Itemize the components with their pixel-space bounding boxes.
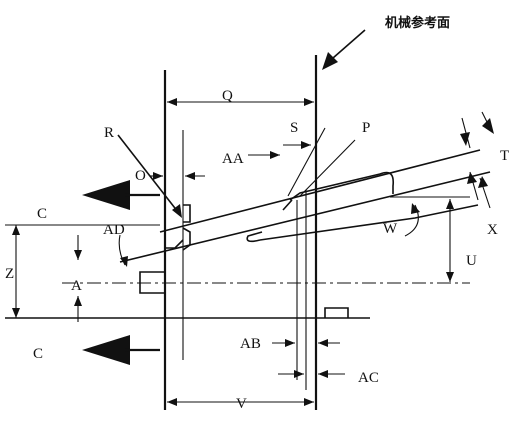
label-ac: AC [358, 370, 379, 386]
v-arrow-left [167, 398, 177, 406]
p-leader-1 [287, 127, 326, 197]
slant-line-lower [119, 171, 491, 263]
u-arrow-top [446, 199, 454, 209]
ab-arrow-right [318, 339, 328, 347]
label-c-bottom: C [33, 346, 43, 362]
a-arrow-top [74, 250, 82, 260]
q-arrow-right [304, 98, 314, 106]
label-a: A [71, 278, 82, 294]
r-leader [117, 134, 179, 213]
label-c-top: C [37, 206, 47, 222]
reference-leader [332, 29, 366, 59]
q-arrow-left [167, 98, 177, 106]
mount-tab [324, 307, 349, 318]
c-top-arrowhead [82, 180, 130, 210]
ac-arrow-right [318, 370, 328, 378]
ab-arrow [285, 339, 295, 347]
label-p: P [362, 120, 370, 136]
o-arrow-left [153, 172, 163, 180]
aa-arrow [270, 151, 280, 159]
label-u: U [466, 253, 477, 269]
label-aa: AA [222, 151, 244, 167]
reference-label: 机械参考面 [385, 15, 450, 31]
label-o: O [135, 168, 146, 184]
label-s: S [290, 120, 298, 136]
z-arrow-bottom [12, 308, 20, 318]
label-ad: AD [103, 222, 125, 238]
t-arrow-bottom [478, 176, 488, 188]
v-arrow-right [304, 398, 314, 406]
flange-step-mid [182, 227, 191, 251]
w-arc-arrow [411, 203, 420, 214]
p-leader-2 [299, 139, 356, 197]
lower-plate-end [246, 231, 263, 243]
slant-line-upper [159, 149, 481, 233]
s-arrow [301, 141, 311, 149]
ac-arrow-left [294, 370, 304, 378]
flange-step-top [183, 204, 191, 223]
label-t: T [500, 148, 509, 164]
flange-step-low [165, 239, 184, 249]
x-arrow [467, 172, 477, 184]
reference-arrowhead [322, 52, 338, 70]
upper-hook-shape [289, 171, 395, 201]
r-arrowhead [172, 204, 182, 218]
label-r: R [104, 125, 114, 141]
t-leader-arrow [482, 118, 494, 134]
lower-sliding-plate [259, 204, 479, 241]
u-arrow-bottom [446, 272, 454, 282]
label-q: Q [222, 88, 233, 104]
label-ab: AB [240, 336, 261, 352]
pin-shape [139, 271, 165, 294]
label-w: W [383, 221, 398, 237]
label-x: X [487, 222, 498, 238]
label-z: Z [5, 266, 14, 282]
o-arrow-right [185, 172, 195, 180]
z-arrow-top [12, 225, 20, 235]
upper-hook-tip [282, 199, 293, 211]
a-arrow-bottom [74, 296, 82, 306]
label-v: V [236, 396, 247, 412]
t-arrow-top [460, 132, 470, 146]
c-bottom-arrowhead [82, 335, 130, 365]
